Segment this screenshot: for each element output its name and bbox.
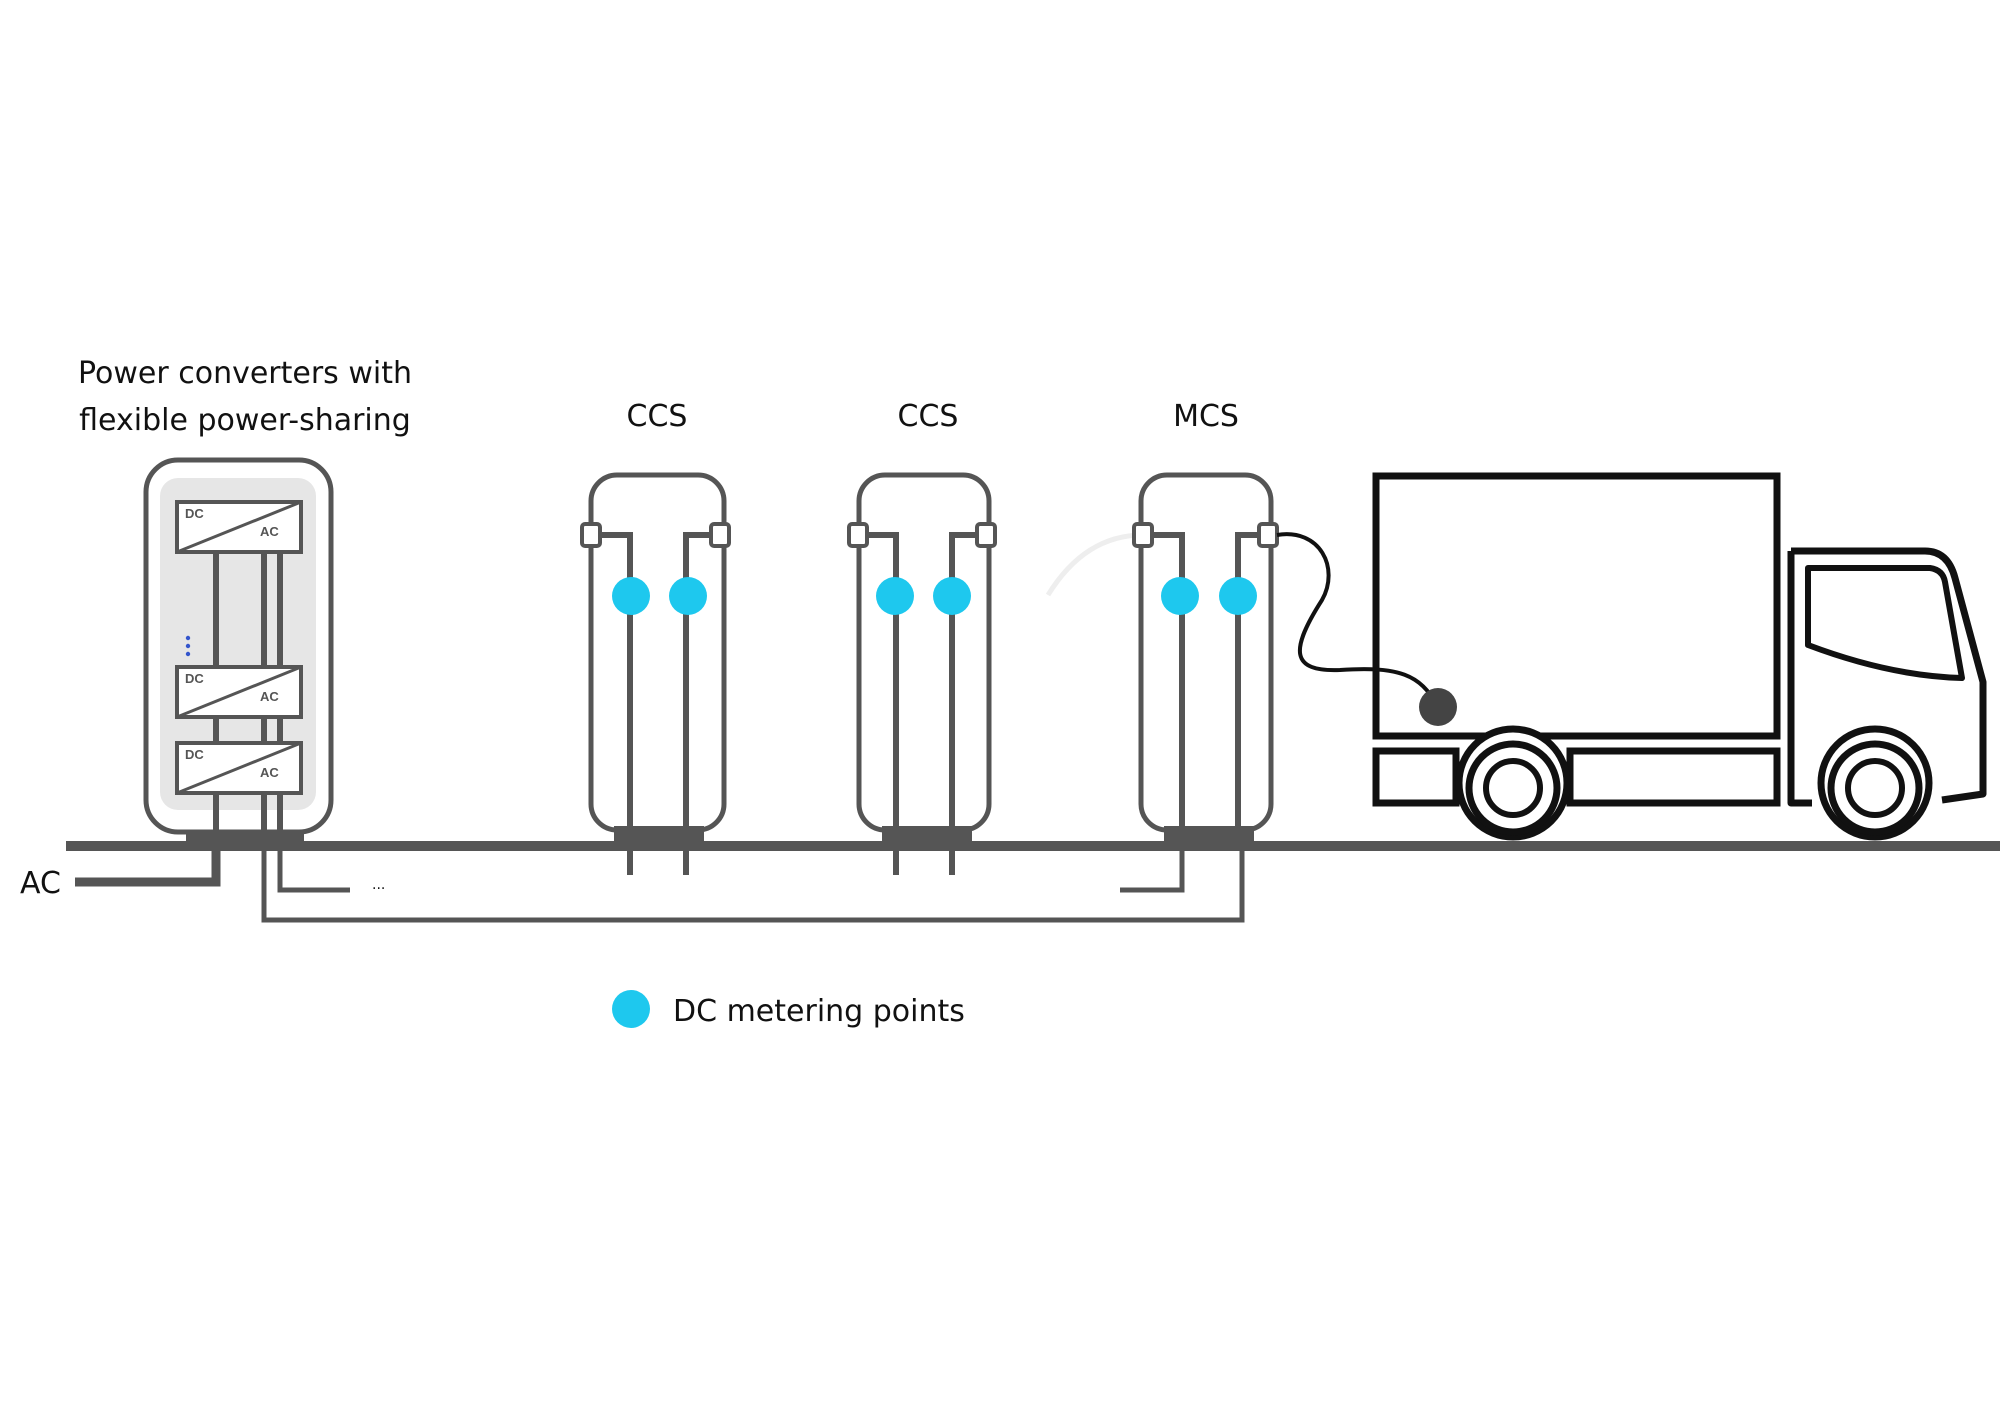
ac-input-label: AC (20, 866, 61, 901)
truck-chassis-front (1372, 747, 1460, 807)
mcs-charging-cable (1276, 532, 1439, 706)
charger-2-metering-point-2 (933, 577, 971, 615)
converter-module-2: DC AC (175, 665, 303, 719)
module-2-ac-label: AC (260, 689, 279, 704)
converter-title-line2: flexible power-sharing (79, 403, 411, 438)
truck-chassis-middle (1566, 747, 1781, 807)
module-2-dc-label: DC (185, 671, 204, 686)
charger-1-left-connector (580, 522, 602, 548)
charger-3-label: MCS (1173, 399, 1239, 434)
dc-bus-inner-right (1120, 828, 1185, 893)
charger-ccs-1 (580, 472, 731, 875)
charger-1-metering-point-2 (669, 577, 707, 615)
charger-1-label: CCS (627, 399, 688, 434)
converter-module-3: DC AC (175, 741, 303, 795)
charger-3-right-connector (1257, 522, 1279, 548)
charger-3-left-connector (1132, 522, 1154, 548)
mcs-faded-cable (1045, 532, 1144, 597)
charger-2-metering-point-1 (876, 577, 914, 615)
charger-3-metering-point-2 (1219, 577, 1257, 615)
truck-rear-hub (1483, 758, 1543, 818)
charger-2-label: CCS (898, 399, 959, 434)
truck-cab (1787, 547, 1987, 807)
charger-1-metering-point-1 (612, 577, 650, 615)
converter-cabinet-base (186, 830, 304, 844)
module-3-dc-label: DC (185, 747, 204, 762)
dc-bus-outer (261, 800, 1245, 923)
converter-title-line1: Power converters with (78, 356, 412, 391)
truck-front-hub (1845, 758, 1905, 818)
truck-charging-inlet (1419, 688, 1457, 726)
truck-cab-window (1805, 565, 1965, 681)
converter-module-1: DC AC (175, 500, 303, 554)
charger-ccs-2 (847, 472, 997, 875)
charger-3-metering-point-1 (1161, 577, 1199, 615)
charger-mcs (1045, 472, 1279, 842)
electric-truck (1372, 472, 1987, 841)
legend-metering-point-icon (612, 990, 650, 1028)
ac-input-line (75, 832, 221, 887)
module-3-ac-label: AC (260, 765, 279, 780)
module-ellipsis-dots (185, 635, 191, 657)
charger-1-right-connector (709, 522, 731, 548)
charger-2-right-connector (975, 522, 997, 548)
module-1-dc-label: DC (185, 506, 204, 521)
bus-ellipsis: ··· (372, 881, 385, 897)
module-1-ac-label: AC (260, 524, 279, 539)
legend-label: DC metering points (673, 994, 965, 1029)
charger-2-left-connector (847, 522, 869, 548)
